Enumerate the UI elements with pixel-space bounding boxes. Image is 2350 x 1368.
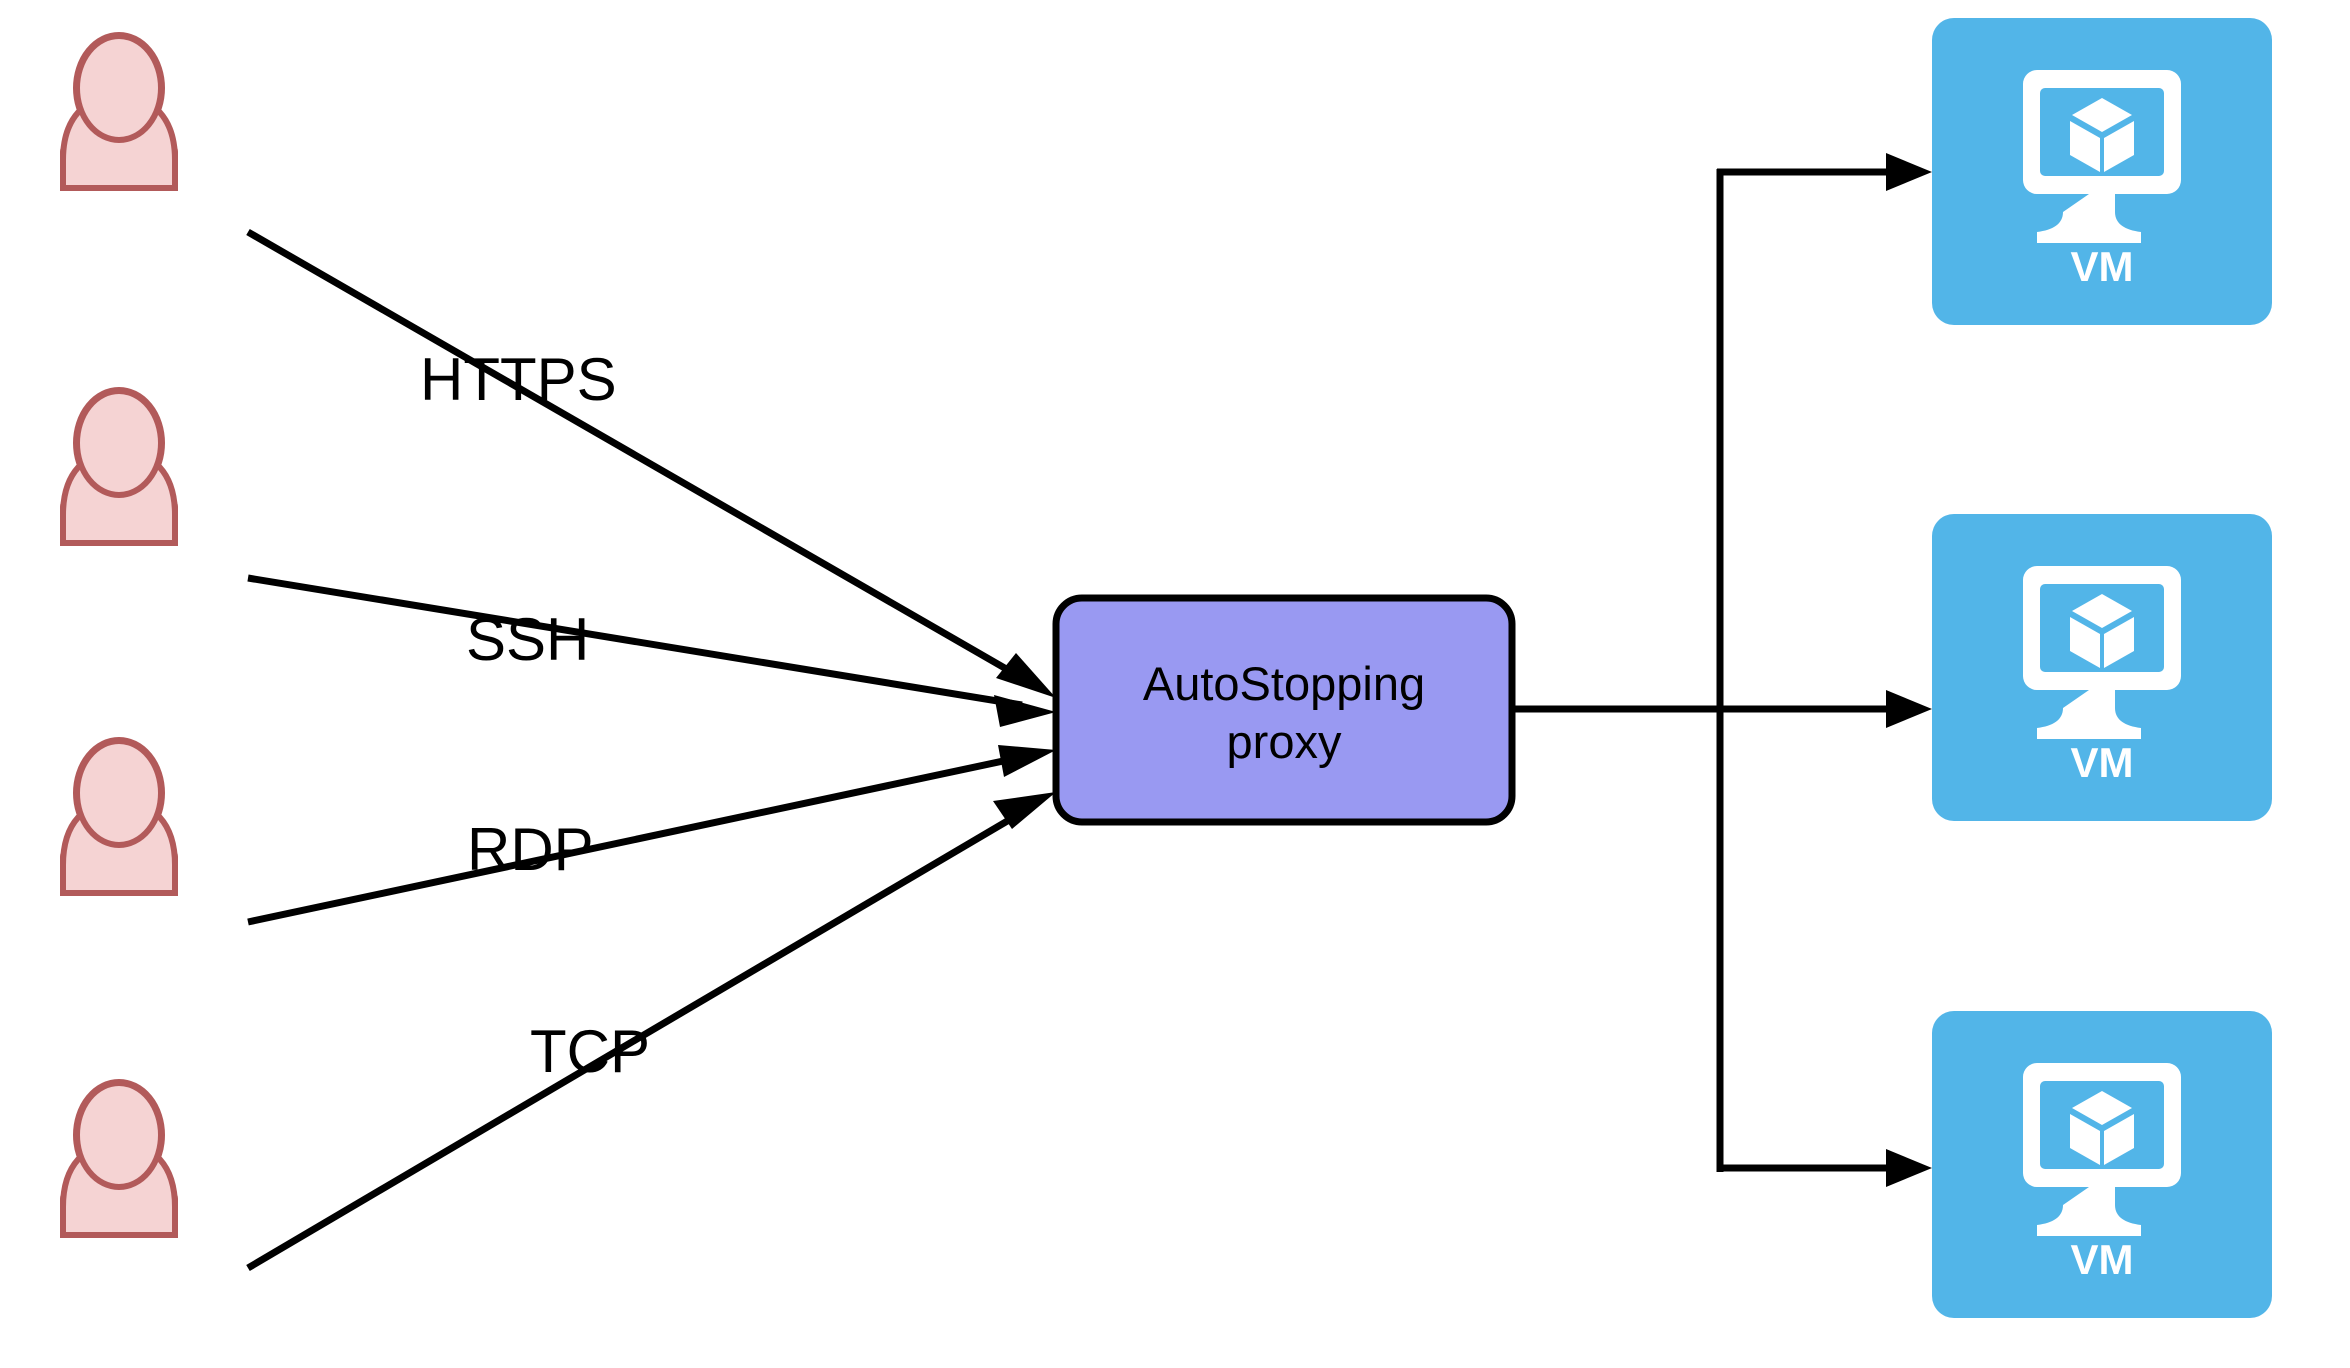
virtual-machine-icon-3 [2023,1063,2181,1236]
edge-rdp [247,745,1056,926]
vm-tile-background-3 [1932,1011,2272,1318]
vm-tile-background-1 [1932,18,2272,325]
person-icon-2 [60,388,178,546]
vm-tile-background-2 [1932,514,2272,821]
edge-label-tcp: TCP [530,1018,650,1085]
person-icon-1 [60,33,178,191]
person-icon-4 [60,1080,178,1238]
edge-https [246,228,1056,698]
person-icon-3 [60,738,178,896]
vm-caption-3: VM [2071,1236,2134,1283]
edge-label-rdp: RDP [467,816,594,883]
virtual-machine-icon-2 [2023,566,2181,739]
autostopping-proxy-node[interactable]: AutoStopping proxy [1052,594,1516,826]
vm-tile-3[interactable]: VM [1932,1011,2272,1318]
edge-label-ssh: SSH [466,606,589,673]
edge-label-https: HTTPS [420,346,617,413]
vm-caption-2: VM [2071,739,2134,786]
vm-caption-1: VM [2071,243,2134,290]
virtual-machine-icon-1 [2023,70,2181,243]
edge-proxy-to-vms [1512,153,1932,1187]
proxy-label-line1: AutoStopping [1143,657,1425,710]
actor-silhouettes [60,33,178,1238]
edge-ssh [247,574,1056,727]
vm-tile-2[interactable]: VM [1932,514,2272,821]
edge-tcp [246,792,1056,1272]
proxy-label-line2: proxy [1227,715,1342,768]
vm-tile-1[interactable]: VM [1932,18,2272,325]
